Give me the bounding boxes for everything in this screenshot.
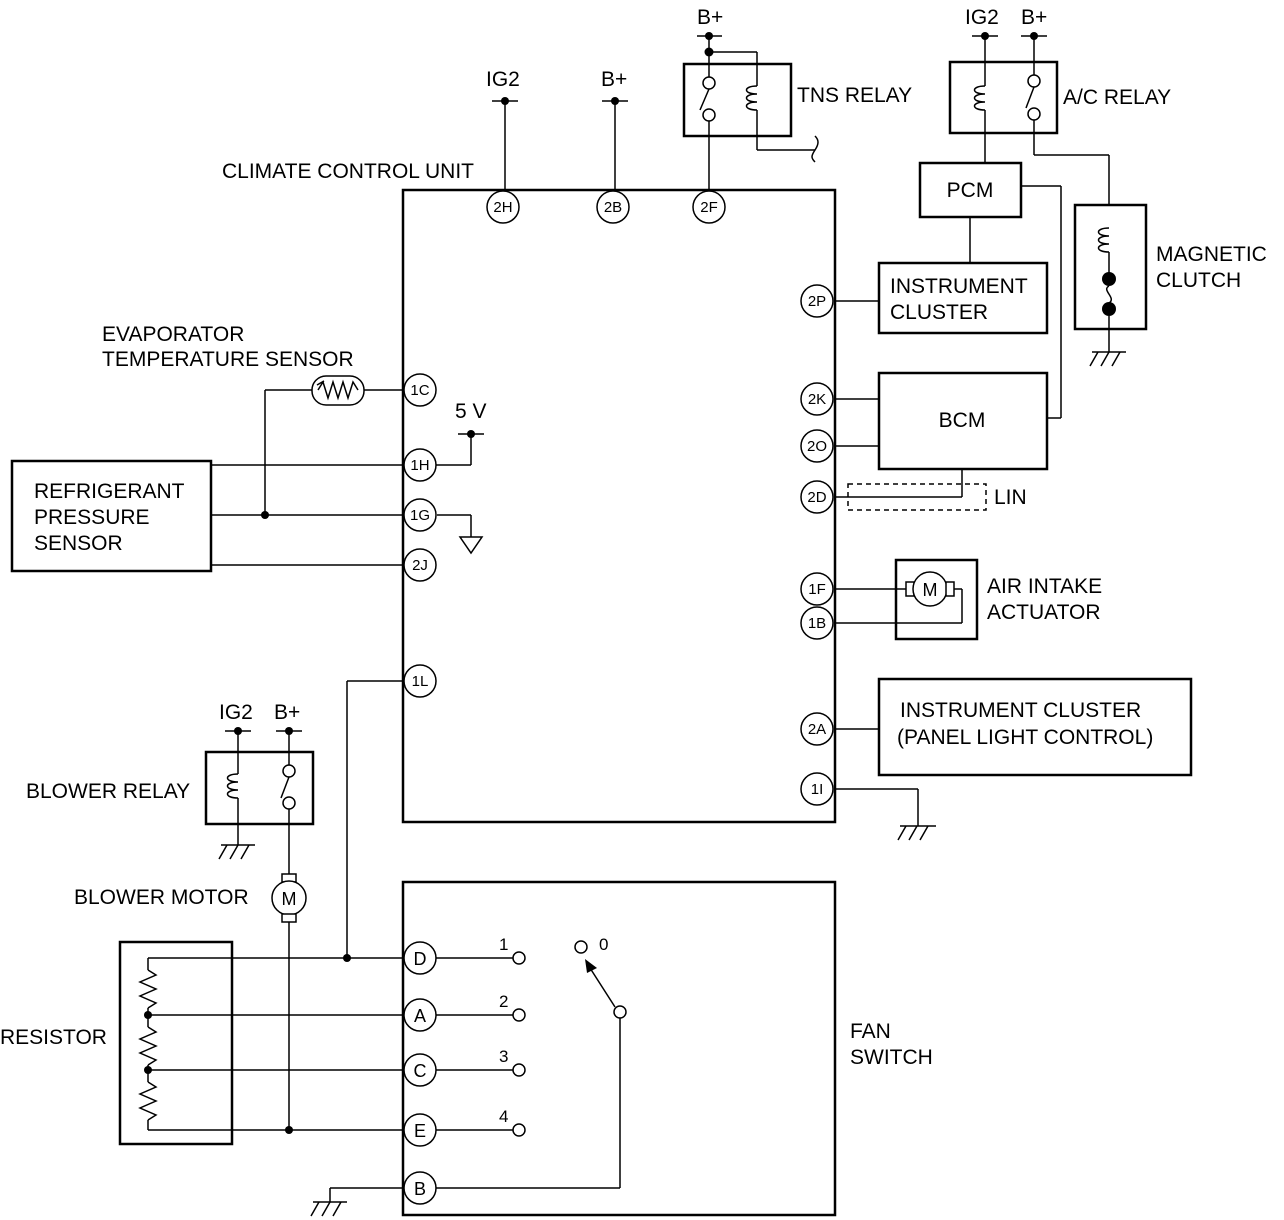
terminal-B: B (403, 1171, 437, 1205)
terminal-E: E (403, 1113, 437, 1147)
ig2-label-top: IG2 (486, 68, 520, 91)
bcm-label: BCM (939, 409, 986, 432)
svg-text:A: A (414, 1006, 426, 1026)
panel-light-label-2: (PANEL LIGHT CONTROL) (897, 726, 1153, 749)
bplus-label-top: B+ (601, 68, 627, 91)
pin-2A: 2A (800, 712, 834, 746)
terminal-D: D (403, 941, 437, 975)
evap-sensor-label-2: TEMPERATURE SENSOR (102, 348, 354, 371)
blower-relay-label: BLOWER RELAY (26, 780, 190, 803)
svg-text:B: B (414, 1179, 426, 1199)
instrument-cluster-box (877, 261, 1049, 335)
pin-2F: 2F (692, 190, 726, 224)
terminal-A: A (403, 998, 437, 1032)
refrigerant-label-3: SENSOR (34, 532, 123, 555)
pin-2B: 2B (596, 190, 630, 224)
pcm-label: PCM (947, 179, 994, 202)
svg-text:1G: 1G (410, 507, 430, 524)
pin-2D: 2D (800, 480, 834, 514)
tns-relay-box (682, 62, 793, 138)
ac-bplus-label: B+ (1021, 6, 1047, 29)
svg-text:2K: 2K (808, 391, 826, 408)
five-volt-label: 5 V (455, 400, 487, 423)
svg-text:2D: 2D (807, 489, 826, 506)
svg-text:1B: 1B (808, 615, 826, 632)
blower-motor-symbol: M (282, 889, 297, 909)
tns-bplus-label: B+ (697, 6, 723, 29)
svg-text:1L: 1L (412, 673, 429, 690)
magnetic-clutch-box (1073, 203, 1148, 331)
ac-relay-box (948, 60, 1059, 135)
fan-switch-label-2: SWITCH (850, 1046, 933, 1069)
air-intake-label-1: AIR INTAKE (987, 575, 1102, 598)
pin-1C: 1C (403, 373, 437, 407)
evap-sensor-label-1: EVAPORATOR (102, 323, 244, 346)
pin-1I: 1I (800, 772, 834, 806)
bcm-box (877, 371, 1049, 471)
fan-switch-label-1: FAN (850, 1020, 891, 1043)
fan-position-1: 1 (499, 935, 508, 954)
svg-text:E: E (414, 1121, 426, 1141)
terminal-C: C (403, 1053, 437, 1087)
refrigerant-label-2: PRESSURE (34, 506, 150, 529)
blower-bplus-label: B+ (274, 701, 300, 724)
pin-2J: 2J (403, 548, 437, 582)
fan-position-3: 3 (499, 1047, 508, 1066)
pin-1F: 1F (800, 572, 834, 606)
air-intake-label-2: ACTUATOR (987, 601, 1101, 624)
svg-text:2F: 2F (700, 199, 718, 216)
ac-ig2-label: IG2 (965, 6, 999, 29)
svg-text:2H: 2H (493, 199, 512, 216)
lin-label: LIN (994, 486, 1027, 509)
climate-control-unit-box (401, 188, 837, 824)
svg-text:2J: 2J (412, 557, 428, 574)
blower-relay-box (204, 750, 315, 826)
instrument-cluster-label-2: CLUSTER (890, 301, 988, 324)
blower-ig2-label: IG2 (219, 701, 253, 724)
svg-text:C: C (414, 1061, 427, 1081)
blower-motor-label: BLOWER MOTOR (74, 886, 249, 909)
fan-position-0: 0 (599, 935, 608, 954)
tns-relay-label: TNS RELAY (797, 84, 912, 107)
climate-control-unit-label: CLIMATE CONTROL UNIT (222, 160, 474, 183)
svg-text:2B: 2B (604, 199, 622, 216)
fan-switch-box (401, 880, 837, 1217)
fan-position-2: 2 (499, 992, 508, 1011)
svg-text:1C: 1C (410, 382, 429, 399)
pin-2O: 2O (800, 429, 834, 463)
svg-text:2A: 2A (808, 721, 826, 738)
pin-2P: 2P (800, 284, 834, 318)
svg-text:D: D (414, 949, 427, 969)
pin-1G: 1G (403, 498, 437, 532)
resistor-label: RESISTOR (0, 1026, 107, 1049)
resistor-box (118, 940, 234, 1146)
fan-position-4: 4 (499, 1107, 508, 1126)
svg-text:1I: 1I (811, 781, 824, 798)
pin-1B: 1B (800, 606, 834, 640)
instrument-cluster-label-1: INSTRUMENT (890, 275, 1028, 298)
svg-text:2O: 2O (807, 438, 827, 455)
svg-text:1H: 1H (410, 457, 429, 474)
evap-thermistor (311, 375, 365, 406)
svg-text:2P: 2P (808, 293, 826, 310)
lin-bus-box (847, 483, 987, 511)
refrigerant-label-1: REFRIGERANT (34, 480, 185, 503)
svg-text:1F: 1F (808, 581, 826, 598)
panel-light-cluster-box (877, 677, 1193, 777)
pin-2H: 2H (486, 190, 520, 224)
air-intake-motor-symbol: M (923, 580, 938, 600)
panel-light-label-1: INSTRUMENT CLUSTER (900, 699, 1141, 722)
magnetic-clutch-label-2: CLUTCH (1156, 269, 1241, 292)
pin-2K: 2K (800, 382, 834, 416)
ac-relay-label: A/C RELAY (1063, 86, 1171, 109)
air-intake-actuator-box (894, 558, 979, 641)
pin-1L: 1L (403, 664, 437, 698)
refrigerant-pressure-sensor-box (10, 459, 213, 573)
magnetic-clutch-label-1: MAGNETIC (1156, 243, 1267, 266)
pin-1H: 1H (403, 448, 437, 482)
